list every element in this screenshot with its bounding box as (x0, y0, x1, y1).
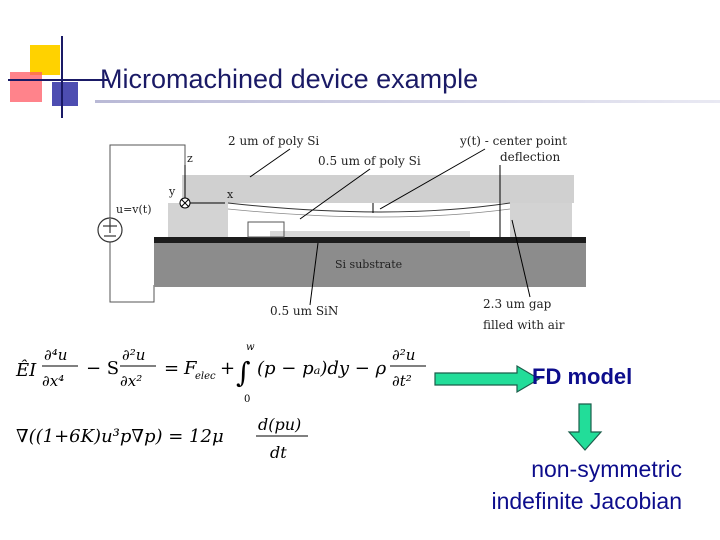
electrode-outline (247, 221, 285, 238)
sin-layer (154, 237, 586, 243)
beam-deflection-curve (227, 202, 511, 213)
svg-text:∫: ∫ (236, 356, 251, 389)
result-label-line2: indefinite Jacobian (491, 488, 682, 514)
svg-text:=: = (164, 358, 179, 379)
device-diagram: u=v(t) Si substrate z y x 2 um of poly S… (97, 134, 586, 332)
bottom-electrode (270, 231, 470, 237)
center-deflection-label-2: deflection (500, 150, 560, 164)
gap-label: 2.3 um gap (483, 297, 552, 311)
sin-label: 0.5 um SiN (270, 304, 338, 318)
beam-equation: ÊI ∂⁴u ∂x⁴ − S ∂²u ∂x² = F elec + ∫ w 0 … (15, 342, 426, 405)
svg-text:∂²u: ∂²u (122, 346, 145, 364)
result-label-line1: non-symmetric (531, 456, 682, 482)
beam-2um (182, 175, 574, 203)
center-deflection-label: y(t) - center point (459, 134, 567, 148)
circuit-wire-bottom (109, 242, 155, 303)
title-divider (95, 100, 720, 103)
anchor-right (510, 203, 572, 237)
svg-text:∂x⁴: ∂x⁴ (42, 372, 64, 390)
svg-text:∂t²: ∂t² (392, 372, 412, 390)
poly-si-2um-label: 2 um of poly Si (228, 134, 319, 148)
svg-text:∂⁴u: ∂⁴u (44, 346, 67, 364)
svg-text:∂x²: ∂x² (120, 372, 142, 390)
svg-text:∂²u: ∂²u (392, 346, 415, 364)
poly-si-05um-label: 0.5 um of poly Si (318, 154, 421, 168)
slide-title: Micromachined device example (100, 64, 479, 94)
axis-x-label: x (227, 188, 234, 201)
source-label: u=v(t) (116, 203, 152, 216)
anchor-left (168, 203, 228, 237)
axis-z-label: z (187, 152, 193, 165)
svg-text:ÊI: ÊI (15, 358, 37, 381)
svg-text:d(pu): d(pu) (258, 415, 301, 434)
integral-upper: w (246, 342, 255, 353)
svg-text:+: + (220, 358, 235, 379)
axis-y-label: y (168, 185, 176, 198)
gap-label-2: filled with air (483, 318, 565, 332)
svg-text:F: F (183, 358, 198, 379)
svg-text:(p − pₐ)dy − ρ: (p − pₐ)dy − ρ (257, 358, 387, 379)
corner-decoration (8, 36, 108, 118)
down-arrow-icon (567, 403, 603, 451)
integral-lower: 0 (244, 394, 250, 405)
substrate-label: Si substrate (335, 258, 402, 271)
svg-text:dt: dt (270, 443, 287, 462)
svg-text:∇((1+6K)u³p∇p) = 12μ: ∇((1+6K)u³p∇p) = 12μ (16, 426, 224, 447)
reynolds-equation: ∇((1+6K)u³p∇p) = 12μ d(pu) dt (16, 415, 308, 462)
right-arrow-icon (434, 364, 541, 394)
svg-text:− S: − S (86, 358, 119, 379)
fd-model-label: FD model (532, 364, 633, 389)
svg-text:elec: elec (195, 371, 216, 382)
substrate-block (154, 242, 586, 287)
